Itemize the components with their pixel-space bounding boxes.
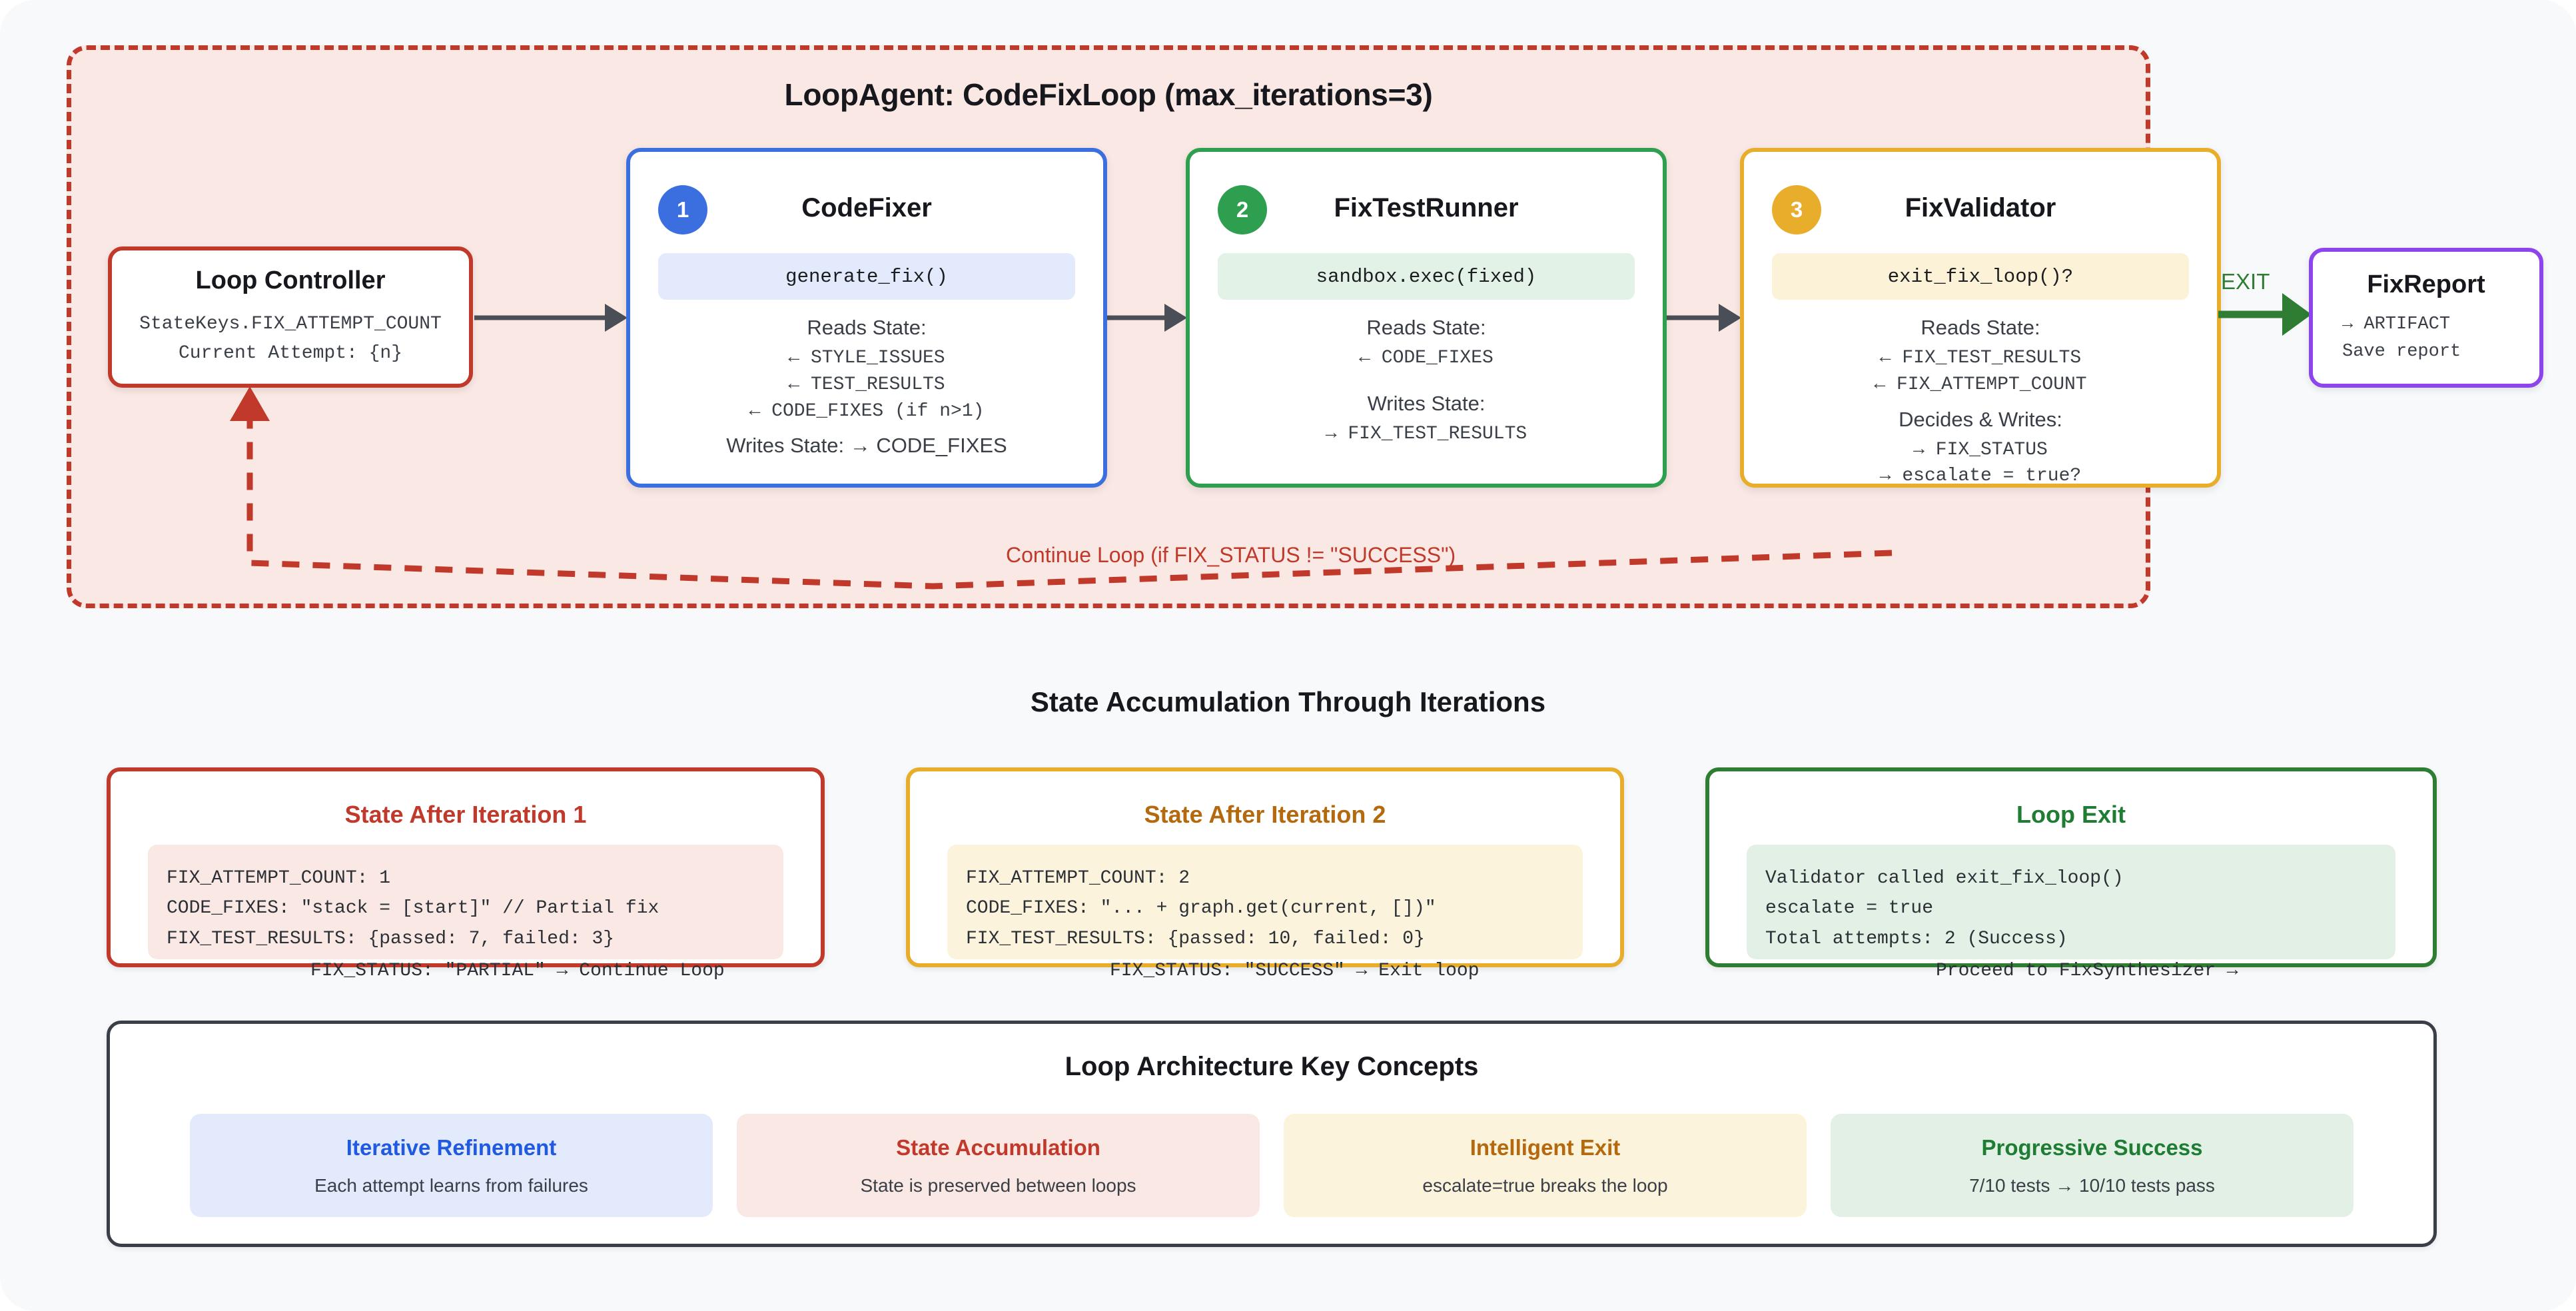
key-concepts-panel: Loop Architecture Key Concepts Iterative… <box>107 1021 2437 1247</box>
connector-arrow-step1-to-step2 <box>1106 304 1187 332</box>
state-card-1-title: State After Iteration 1 <box>344 801 587 828</box>
state-card-3-block: Validator called exit_fix_loop() escalat… <box>1747 845 2395 959</box>
state-card-3-footer: Proceed to FixSynthesizer → <box>1936 961 2238 981</box>
step-badge-3: 3 <box>1772 185 1821 234</box>
state-card-2-title: State After Iteration 2 <box>1144 801 1386 828</box>
state-card-1-line-0: FIX_ATTEMPT_COUNT: 1 <box>167 868 391 889</box>
writes-item-3-1: → escalate = true? <box>1879 466 2082 487</box>
key-concepts-row: Iterative Refinement Each attempt learns… <box>190 1114 2354 1217</box>
concept-chip-iterative-refinement[interactable]: Iterative Refinement Each attempt learns… <box>190 1114 713 1217</box>
reads-item-1-0: ← STYLE_ISSUES <box>788 348 945 368</box>
reads-item-3-0: ← FIX_TEST_RESULTS <box>1879 348 2082 368</box>
state-card-1-line-2: FIX_TEST_RESULTS: {passed: 7, failed: 3} <box>167 928 615 949</box>
step-body-codefixer: Reads State: ← STYLE_ISSUES ← TEST_RESUL… <box>644 316 1090 463</box>
loop-controller-title: Loop Controller <box>195 266 386 295</box>
step-badge-2: 2 <box>1218 185 1267 234</box>
concept-chip-1-subtitle: State is preserved between loops <box>860 1174 1136 1196</box>
reads-state-label-2: Reads State: <box>1366 316 1486 339</box>
state-card-2-line-0: FIX_ATTEMPT_COUNT: 2 <box>966 868 1190 889</box>
exit-label: EXIT <box>2221 269 2270 294</box>
exit-arrow-icon <box>2218 293 2312 336</box>
step-node-codefixer[interactable]: 1 CodeFixer generate_fix() Reads State: … <box>626 148 1107 488</box>
reads-state-label-1: Reads State: <box>807 316 927 339</box>
step-body-fixvalidator: Reads State: ← FIX_TEST_RESULTS ← FIX_AT… <box>1757 316 2204 490</box>
state-card-3-line-2: Total attempts: 2 (Success) <box>1765 928 2068 949</box>
state-card-loop-exit[interactable]: Loop Exit Validator called exit_fix_loop… <box>1705 767 2437 981</box>
concept-chip-0-subtitle: Each attempt learns from failures <box>314 1174 588 1196</box>
state-card-3-line-1: escalate = true <box>1765 898 1934 919</box>
step-code-codefixer: generate_fix() <box>658 253 1075 300</box>
step-code-fixvalidator: exit_fix_loop()? <box>1772 253 2189 300</box>
reads-item-3-1: ← FIX_ATTEMPT_COUNT <box>1874 374 2087 395</box>
concept-chip-2-title: Intelligent Exit <box>1470 1134 1621 1160</box>
step-title-fixvalidator: FixValidator <box>1905 193 2056 222</box>
step-body-fixtestrunner: Reads State: ← CODE_FIXES Writes State: … <box>1203 316 1649 448</box>
fix-report-node[interactable]: FixReport → ARTIFACT Save report <box>2309 248 2543 388</box>
step-code-fixtestrunner: sandbox.exec(fixed) <box>1218 253 1635 300</box>
writes-state-label-2: Writes State: <box>1367 391 1486 415</box>
connector-arrow-controller-to-step1 <box>474 304 628 332</box>
loop-controller-attempt: Current Attempt: {n} <box>178 342 403 364</box>
reads-item-1-2: ← CODE_FIXES (if n>1) <box>749 400 985 422</box>
loop-controller-node[interactable]: Loop Controller StateKeys.FIX_ATTEMPT_CO… <box>108 246 473 388</box>
key-concepts-title: Loop Architecture Key Concepts <box>1065 1052 1479 1081</box>
loop-agent-title: LoopAgent: CodeFixLoop (max_iterations=3… <box>784 77 1433 112</box>
step-title-fixtestrunner: FixTestRunner <box>1334 193 1519 222</box>
concept-chip-3-title: Progressive Success <box>1981 1134 2203 1160</box>
step-badge-1: 1 <box>658 185 707 234</box>
state-card-2-block: FIX_ATTEMPT_COUNT: 2 CODE_FIXES: "... + … <box>947 845 1583 959</box>
step-title-codefixer: CodeFixer <box>801 193 932 222</box>
state-card-iteration-2[interactable]: State After Iteration 2 FIX_ATTEMPT_COUN… <box>906 767 1624 981</box>
fix-report-save: Save report <box>2342 341 2461 362</box>
state-card-iteration-1[interactable]: State After Iteration 1 FIX_ATTEMPT_COUN… <box>107 767 825 981</box>
concept-chip-state-accumulation[interactable]: State Accumulation State is preserved be… <box>737 1114 1260 1217</box>
connector-arrow-step2-to-step3 <box>1665 304 1741 332</box>
writes-item-3-0: → FIX_STATUS <box>1913 439 2048 460</box>
state-card-1-footer: FIX_STATUS: "PARTIAL" → Continue Loop <box>310 961 725 981</box>
state-section-heading: State Accumulation Through Iterations <box>1030 686 1546 717</box>
writes-item-2-0: → FIX_TEST_RESULTS <box>1325 423 1527 444</box>
loop-controller-statekey: StateKeys.FIX_ATTEMPT_COUNT <box>139 314 442 335</box>
writes-state-label-1: Writes State: → CODE_FIXES <box>726 434 1007 458</box>
state-card-3-line-0: Validator called exit_fix_loop() <box>1765 868 2124 889</box>
concept-chip-intelligent-exit[interactable]: Intelligent Exit escalate=true breaks th… <box>1284 1114 1807 1217</box>
state-card-2-line-1: CODE_FIXES: "... + graph.get(current, []… <box>966 898 1436 919</box>
state-card-2-footer: FIX_STATUS: "SUCCESS" → Exit loop <box>1110 961 1480 981</box>
feedback-loop-label: Continue Loop (if FIX_STATUS != "SUCCESS… <box>1006 543 1456 567</box>
fix-report-title: FixReport <box>2367 270 2485 298</box>
step-node-fixtestrunner[interactable]: 2 FixTestRunner sandbox.exec(fixed) Read… <box>1186 148 1667 488</box>
concept-chip-progressive-success[interactable]: Progressive Success 7/10 tests → 10/10 t… <box>1831 1114 2354 1217</box>
reads-item-1-1: ← TEST_RESULTS <box>788 374 945 395</box>
step-node-fixvalidator[interactable]: 3 FixValidator exit_fix_loop()? Reads St… <box>1740 148 2221 488</box>
state-card-2-line-2: FIX_TEST_RESULTS: {passed: 10, failed: 0… <box>966 928 1425 949</box>
concept-chip-1-title: State Accumulation <box>896 1134 1100 1160</box>
reads-state-label-3: Reads State: <box>1921 316 2040 339</box>
fix-report-artifact: → ARTIFACT <box>2342 314 2451 334</box>
state-card-1-line-1: CODE_FIXES: "stack = [start]" // Partial… <box>167 898 659 919</box>
concept-chip-2-subtitle: escalate=true breaks the loop <box>1422 1174 1668 1196</box>
concept-chip-3-subtitle: 7/10 tests → 10/10 tests pass <box>1969 1174 2215 1196</box>
state-card-1-block: FIX_ATTEMPT_COUNT: 1 CODE_FIXES: "stack … <box>148 845 783 959</box>
writes-state-label-3: Decides & Writes: <box>1899 407 2062 431</box>
reads-item-2-0: ← CODE_FIXES <box>1359 348 1494 368</box>
state-card-3-title: Loop Exit <box>2016 801 2126 828</box>
concept-chip-0-title: Iterative Refinement <box>346 1134 557 1160</box>
